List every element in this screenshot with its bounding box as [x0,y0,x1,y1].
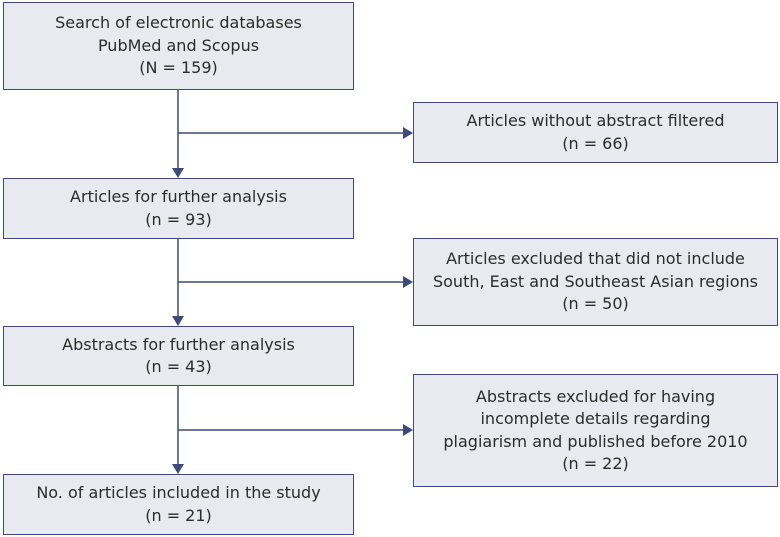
arrowhead-to-incomplete-excluded [403,424,413,436]
box-articles-further-analysis-count: (n = 93) [145,209,212,229]
box-excluded-incomplete-line-3: plagiarism and published before 2010 [443,431,748,451]
arrowhead-to-no-abstract [403,127,413,139]
box-excluded-incomplete-line-1: Abstracts excluded for having [475,386,716,406]
arrowhead-to-articles [172,168,184,178]
box-abstracts-further-analysis-label: Abstracts for further analysis [62,334,295,354]
box-abstracts-further-analysis-count: (n = 43) [145,357,212,376]
box-database-search-count: (N = 159) [139,58,218,78]
box-database-search-line-2: PubMed and Scopus [97,35,260,55]
box-excluded-region: Articles excluded that did not include S… [413,238,778,326]
box-database-search: Search of electronic databases PubMed an… [3,2,354,90]
box-excluded-no-abstract-count: (n = 66) [562,133,629,153]
box-excluded-no-abstract-label: Articles without abstract filtered [466,111,725,130]
arrowhead-to-included [172,464,184,474]
box-excluded-region-count: (n = 50) [562,294,629,314]
box-articles-included-count: (n = 21) [145,505,212,525]
box-database-search-line-1: Search of electronic databases [55,13,302,33]
arrowhead-to-abstracts [172,316,184,326]
arrowhead-to-region-excluded [403,276,413,288]
box-excluded-region-line-1: Articles excluded that did not include [446,249,745,269]
box-articles-included-label: No. of articles included in the study [36,483,321,502]
box-articles-further-analysis: Articles for further analysis (n = 93) [3,178,354,239]
box-excluded-incomplete: Abstracts excluded for having incomplete… [413,374,778,487]
box-articles-further-analysis-label: Articles for further analysis [70,187,287,206]
box-excluded-region-line-2: South, East and Southeast Asian regions [432,271,758,291]
box-articles-included: No. of articles included in the study (n… [3,474,354,535]
box-excluded-no-abstract: Articles without abstract filtered (n = … [413,102,778,163]
box-abstracts-further-analysis: Abstracts for further analysis (n = 43) [3,326,354,386]
box-excluded-incomplete-count: (n = 22) [562,454,629,473]
box-excluded-incomplete-line-2: incomplete details regarding [480,409,711,428]
